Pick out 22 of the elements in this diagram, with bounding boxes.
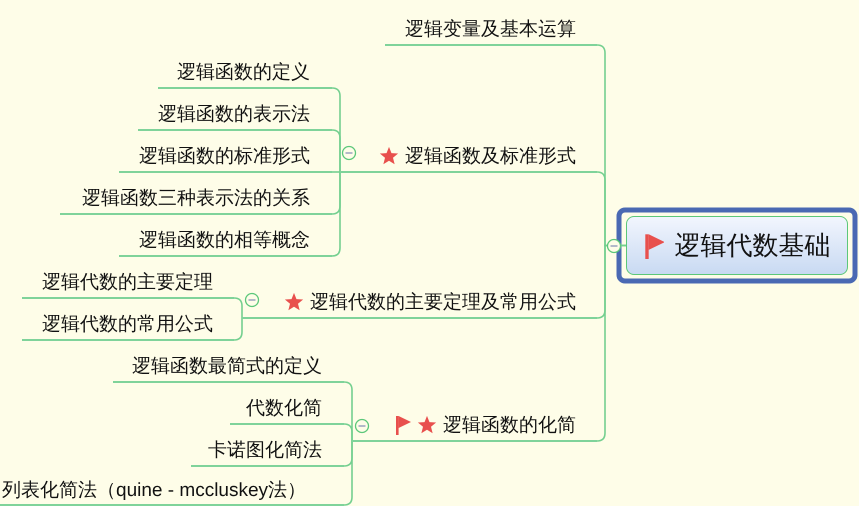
- topic-label: 逻辑代数的常用公式: [42, 313, 213, 337]
- topic-label: 卡诺图化简法: [208, 439, 322, 463]
- connector-line: [332, 171, 340, 173]
- topic-label: 代数化简: [246, 397, 322, 421]
- topic-label: 逻辑函数及标准形式: [405, 145, 576, 169]
- topic-label: 逻辑函数三种表示法的关系: [82, 187, 310, 211]
- topic-label: 逻辑函数的相等概念: [139, 229, 310, 253]
- topic-label: 逻辑代数的主要定理及常用公式: [310, 291, 576, 315]
- topic-label: 逻辑函数的化简: [443, 414, 576, 438]
- connector-line: [343, 423, 353, 442]
- central-topic-box: [626, 216, 848, 275]
- topic-label: 逻辑函数的定义: [177, 61, 310, 85]
- topic-label: 逻辑函数的标准形式: [139, 145, 310, 169]
- connector-line: [331, 129, 341, 173]
- topic-label: 逻辑函数最简式的定义: [132, 355, 322, 379]
- topic-label: 逻辑函数的表示法: [158, 103, 310, 127]
- topic-label: 逻辑代数的主要定理: [42, 271, 213, 295]
- topic-label: 列表化简法（quine - mccluskey法）: [2, 478, 306, 502]
- central-topic-label: 逻辑代数基础: [674, 229, 830, 262]
- connector-line: [233, 297, 243, 319]
- topic-label: 逻辑变量及基本运算: [405, 18, 576, 42]
- connector-line: [331, 171, 341, 257]
